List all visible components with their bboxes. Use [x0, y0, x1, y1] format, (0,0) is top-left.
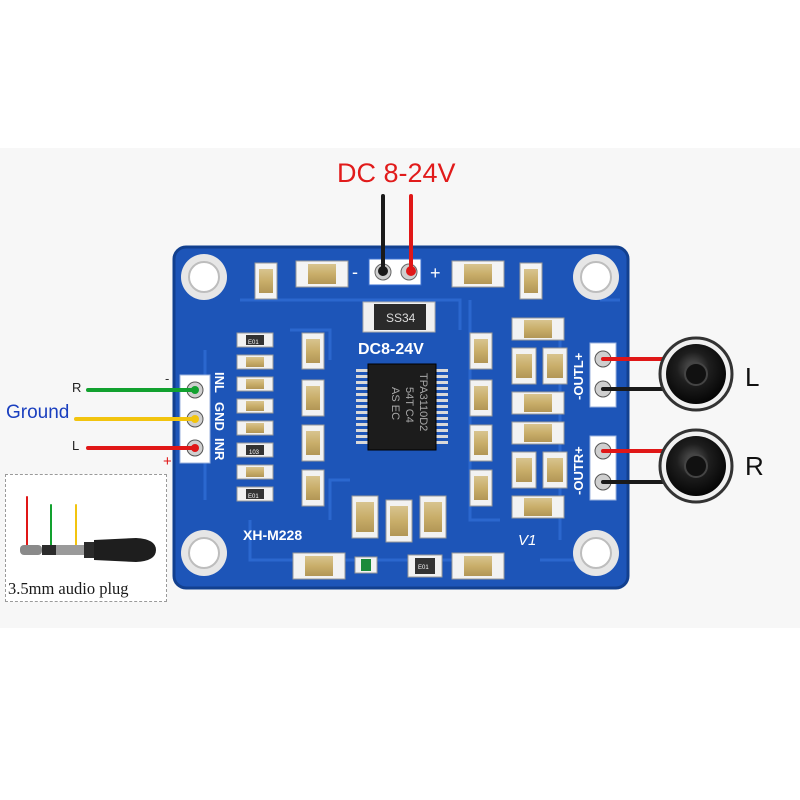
input-pin-minus: -: [165, 371, 169, 386]
audio-plug-icon: [20, 496, 156, 562]
model-label: XH-M228: [243, 527, 302, 543]
dc-silk-label: DC8-24V: [358, 341, 424, 358]
board-plus-sign: +: [430, 263, 441, 283]
chip-pins-right: [434, 369, 448, 444]
chip-marking: TPA3110D2 54T C4 AS EC: [389, 373, 429, 431]
top-capacitors: [254, 260, 543, 300]
pcb-board: [172, 245, 630, 590]
r-input-label: R: [72, 380, 82, 395]
speaker-left-label: L: [745, 362, 760, 392]
l-input-label: L: [72, 438, 80, 453]
ground-label: Ground: [6, 402, 70, 423]
cap-silk-1: E01: [248, 340, 259, 346]
power-wires: [378, 194, 416, 276]
amplifier-chip: [356, 363, 448, 451]
cap-silk-2: 103: [249, 450, 260, 456]
left-components: [236, 332, 325, 507]
bottom-capacitors: [292, 495, 505, 580]
chip-line-1: TPA3110D2: [417, 373, 429, 431]
input-pin-inr: INR: [212, 438, 227, 461]
power-label: DC 8-24V: [337, 158, 456, 188]
input-pin-inl: INL: [212, 372, 227, 393]
chip-line-3: AS EC: [389, 387, 401, 420]
board-minus-sign: -: [352, 262, 358, 282]
speaker-right-icon: [658, 428, 734, 504]
out-l-silk: -OUTL+: [571, 352, 586, 400]
speaker-left-icon: [658, 336, 734, 412]
diode-label: SS34: [386, 311, 416, 325]
chip-pins-left: [356, 369, 370, 444]
mounting-holes: [181, 254, 619, 576]
cap-silk-3: E01: [248, 494, 259, 500]
input-pin-plus: +: [163, 453, 172, 470]
speaker-right-label: R: [745, 451, 764, 481]
diode-ss34: [362, 301, 436, 333]
audio-plug-panel: 3.5mm audio plug: [5, 474, 167, 602]
plug-label: 3.5mm audio plug: [8, 579, 129, 598]
chip-line-2: 54T C4: [403, 387, 415, 423]
out-r-silk: -OUTR+: [571, 446, 586, 495]
right-components: [469, 317, 568, 519]
input-pin-gnd: GND: [212, 402, 227, 431]
rev-label: V1: [518, 532, 536, 549]
cap-silk-4: E01: [418, 565, 429, 571]
input-wires: [74, 386, 199, 452]
